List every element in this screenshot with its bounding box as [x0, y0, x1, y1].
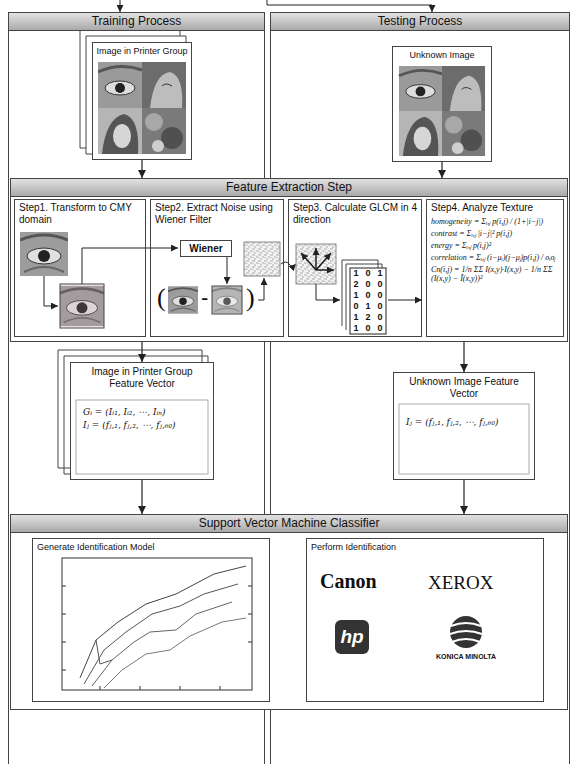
feature-vector-stack [58, 350, 529, 474]
matrix-cell: 1 [374, 268, 386, 279]
glcm-illustration [296, 244, 422, 334]
flow-arrow [141, 480, 142, 514]
flow-arrow [141, 160, 142, 178]
flow-arrow [463, 342, 464, 372]
node-title: Step3. Calculate GLCM in 4 direction [293, 202, 417, 226]
brand-logo: KONICA MINOLTA [436, 653, 496, 661]
feature-vector-box: Image in Printer Group Feature Vector Gᵢ … [70, 362, 214, 480]
matrix-cell: 0 [350, 301, 362, 312]
flow-arrow [463, 480, 464, 514]
formula-text: Iⱼ = (fⱼ,₁, fⱼ,₂, ⋯, fⱼ,₆₀) [71, 419, 213, 432]
operator-symbol: - [201, 285, 208, 310]
matrix-cell: 1 [362, 301, 374, 312]
formula-text: energy = Σᵢ,ⱼ p(i,j)² [431, 241, 559, 250]
matrix-cell: 0 [374, 279, 386, 290]
svm-contour-plot [62, 558, 252, 690]
flow-arrow [441, 162, 442, 178]
node-title: Perform Identification [307, 539, 543, 556]
matrix-cell: 0 [374, 312, 386, 323]
matrix-cell: 2 [350, 279, 362, 290]
node-title: Training Process [9, 13, 264, 31]
matrix-cell: 1 [350, 323, 362, 334]
feature-vector-box: Unknown Image Feature Vector Iⱼ = (fⱼ,₁, … [393, 372, 535, 480]
formula-text: homogeneity = Σᵢ,ⱼ p(i,j) / (1+|i−j|) [431, 217, 559, 226]
node-title: Step1. Transform to CMY domain [19, 202, 141, 226]
node-title: Image in Printer Group [93, 43, 191, 57]
matrix-cell: 1 [350, 268, 362, 279]
matrix-cell: 1 [350, 312, 362, 323]
node-title: Generate Identification Model [33, 539, 269, 556]
image-stack [80, 30, 186, 154]
node-title: Unknown Image Feature Vector [394, 373, 534, 400]
step-box: Step4. Analyze Texture homogeneity = Σᵢ,ⱼ… [426, 199, 564, 337]
formula-text: contrast = Σᵢ,ⱼ |i−j|² p(i,j) [431, 229, 559, 238]
flow-arrow [141, 342, 142, 362]
operator-symbol: ) [246, 283, 255, 313]
brand-logo: XEROX [428, 572, 493, 594]
node-title: Testing Process [271, 13, 569, 31]
node-title: Step2. Extract Noise using Wiener Filter [155, 202, 279, 226]
node-title: Image in Printer Group Feature Vector [71, 363, 213, 390]
matrix-cell: 1 [350, 290, 362, 301]
matrix-cell: 0 [362, 290, 374, 301]
flow-lines [120, 0, 432, 12]
step2-images [168, 242, 296, 314]
node-title: Step4. Analyze Texture [431, 202, 559, 214]
matrix-cell: 0 [374, 290, 386, 301]
matrix-cell: 0 [362, 323, 374, 334]
sample-image [399, 66, 485, 156]
formula-text: correlation = Σᵢ,ⱼ (i−μᵢ)(j−μⱼ)p(i,j) / … [431, 253, 559, 262]
step1-images [20, 232, 178, 328]
matrix-cell: 0 [362, 279, 374, 290]
matrix-cell: 2 [362, 312, 374, 323]
node-title: Unknown Image [393, 47, 491, 61]
node-title: Feature Extraction Step [11, 179, 567, 197]
brand-logo: Canon [320, 570, 377, 593]
node-title: Support Vector Machine Classifier [11, 515, 567, 533]
node-title: Wiener [181, 241, 231, 256]
formula-text: Gᵢ = (Iᵢ₁, Iᵢ₂, ⋯, Iᵢₙ) [71, 406, 213, 419]
matrix-cell: 0 [374, 301, 386, 312]
filter-box: Wiener [180, 240, 232, 257]
classifier-band: Support Vector Machine ClassifierGenerat… [10, 514, 568, 710]
printer-logos [335, 616, 482, 654]
matrix-cell: 0 [374, 323, 386, 334]
operator-symbol: ( [157, 283, 166, 313]
matrix-cell: 0 [362, 268, 374, 279]
formula-text: Cn(i,j) = 1/n ΣΣ I(x,y)·I(x,y) − 1/n ΣΣ … [431, 265, 559, 283]
sample-image [98, 62, 186, 154]
brand-logo: hp [335, 622, 369, 652]
formula-text: Iⱼ = (fⱼ,₁, fⱼ,₂, ⋯, fⱼ,₆₀) [394, 416, 534, 429]
